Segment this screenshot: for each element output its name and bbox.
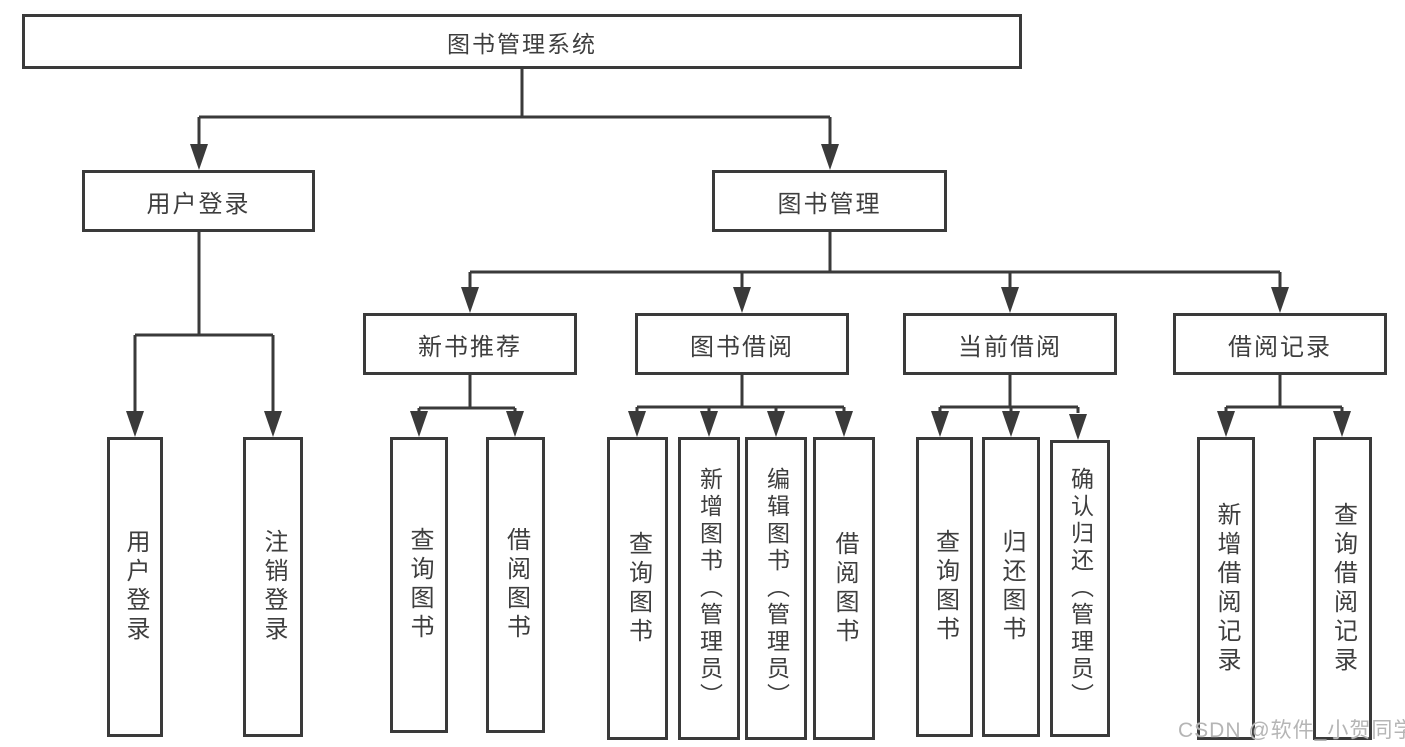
node-newbook-query-book: 查询图书 bbox=[390, 437, 448, 733]
node-newbook-query-book-label: 查询图书 bbox=[406, 527, 433, 643]
node-edit-book-admin: 编辑图书（管理员） bbox=[745, 437, 807, 740]
connector-root-to-level1 bbox=[190, 68, 839, 170]
node-user-login-module-label: 用户登录 bbox=[146, 190, 251, 218]
node-borrow-records: 借阅记录 bbox=[1173, 313, 1387, 375]
connector-newbook-group bbox=[410, 375, 524, 437]
node-current-borrowing: 当前借阅 bbox=[903, 313, 1117, 375]
node-add-book-admin-label: 新增图书（管理员） bbox=[696, 467, 723, 710]
node-new-book-recommend-label: 新书推荐 bbox=[418, 333, 522, 361]
node-add-borrow-record-label: 新增借阅记录 bbox=[1213, 501, 1240, 676]
node-current-borrowing-label: 当前借阅 bbox=[958, 333, 1062, 361]
connector-usergroup bbox=[126, 232, 282, 437]
node-root-system: 图书管理系统 bbox=[22, 14, 1022, 69]
node-user-login-action-label: 用户登录 bbox=[122, 529, 149, 645]
node-current-query-book-label: 查询图书 bbox=[931, 529, 959, 645]
node-borrowing-borrow-book-label: 借阅图书 bbox=[831, 530, 858, 647]
node-add-borrow-record: 新增借阅记录 bbox=[1197, 437, 1255, 740]
connector-record-group bbox=[1217, 375, 1351, 437]
node-query-borrow-record-label: 查询借阅记录 bbox=[1329, 501, 1357, 676]
node-borrowing-borrow-book: 借阅图书 bbox=[813, 437, 875, 740]
node-return-book-label: 归还图书 bbox=[998, 529, 1025, 645]
node-book-management-module-label: 图书管理 bbox=[777, 190, 882, 218]
connector-mgmt-to-level2 bbox=[461, 232, 1289, 313]
csdn-watermark: CSDN @软件_小贺同学 bbox=[1178, 719, 1405, 742]
node-borrowing-query-book: 查询图书 bbox=[607, 437, 668, 740]
node-add-book-admin: 新增图书（管理员） bbox=[678, 437, 740, 740]
node-borrow-records-label: 借阅记录 bbox=[1228, 333, 1332, 361]
node-user-login-action: 用户登录 bbox=[107, 437, 163, 737]
node-confirm-return-admin: 确认归还（管理员） bbox=[1050, 440, 1110, 737]
node-user-login-module: 用户登录 bbox=[82, 170, 315, 232]
node-newbook-borrow-book-label: 借阅图书 bbox=[502, 527, 530, 643]
node-book-borrowing-label: 图书借阅 bbox=[690, 333, 794, 361]
connector-current-group bbox=[931, 375, 1087, 440]
node-logout-action: 注销登录 bbox=[243, 437, 303, 737]
node-newbook-borrow-book: 借阅图书 bbox=[486, 437, 545, 733]
node-confirm-return-admin-label: 确认归还（管理员） bbox=[1067, 467, 1094, 710]
node-logout-action-label: 注销登录 bbox=[260, 529, 287, 645]
node-query-borrow-record: 查询借阅记录 bbox=[1313, 437, 1372, 740]
node-new-book-recommend: 新书推荐 bbox=[363, 313, 577, 375]
node-book-borrowing: 图书借阅 bbox=[635, 313, 849, 375]
node-current-query-book: 查询图书 bbox=[916, 437, 973, 737]
node-return-book: 归还图书 bbox=[982, 437, 1040, 737]
node-root-system-label: 图书管理系统 bbox=[447, 30, 597, 57]
node-book-management-module: 图书管理 bbox=[712, 170, 947, 232]
node-borrowing-query-book-label: 查询图书 bbox=[624, 530, 652, 647]
node-edit-book-admin-label: 编辑图书（管理员） bbox=[763, 467, 790, 710]
connector-borrow-group bbox=[628, 375, 853, 437]
